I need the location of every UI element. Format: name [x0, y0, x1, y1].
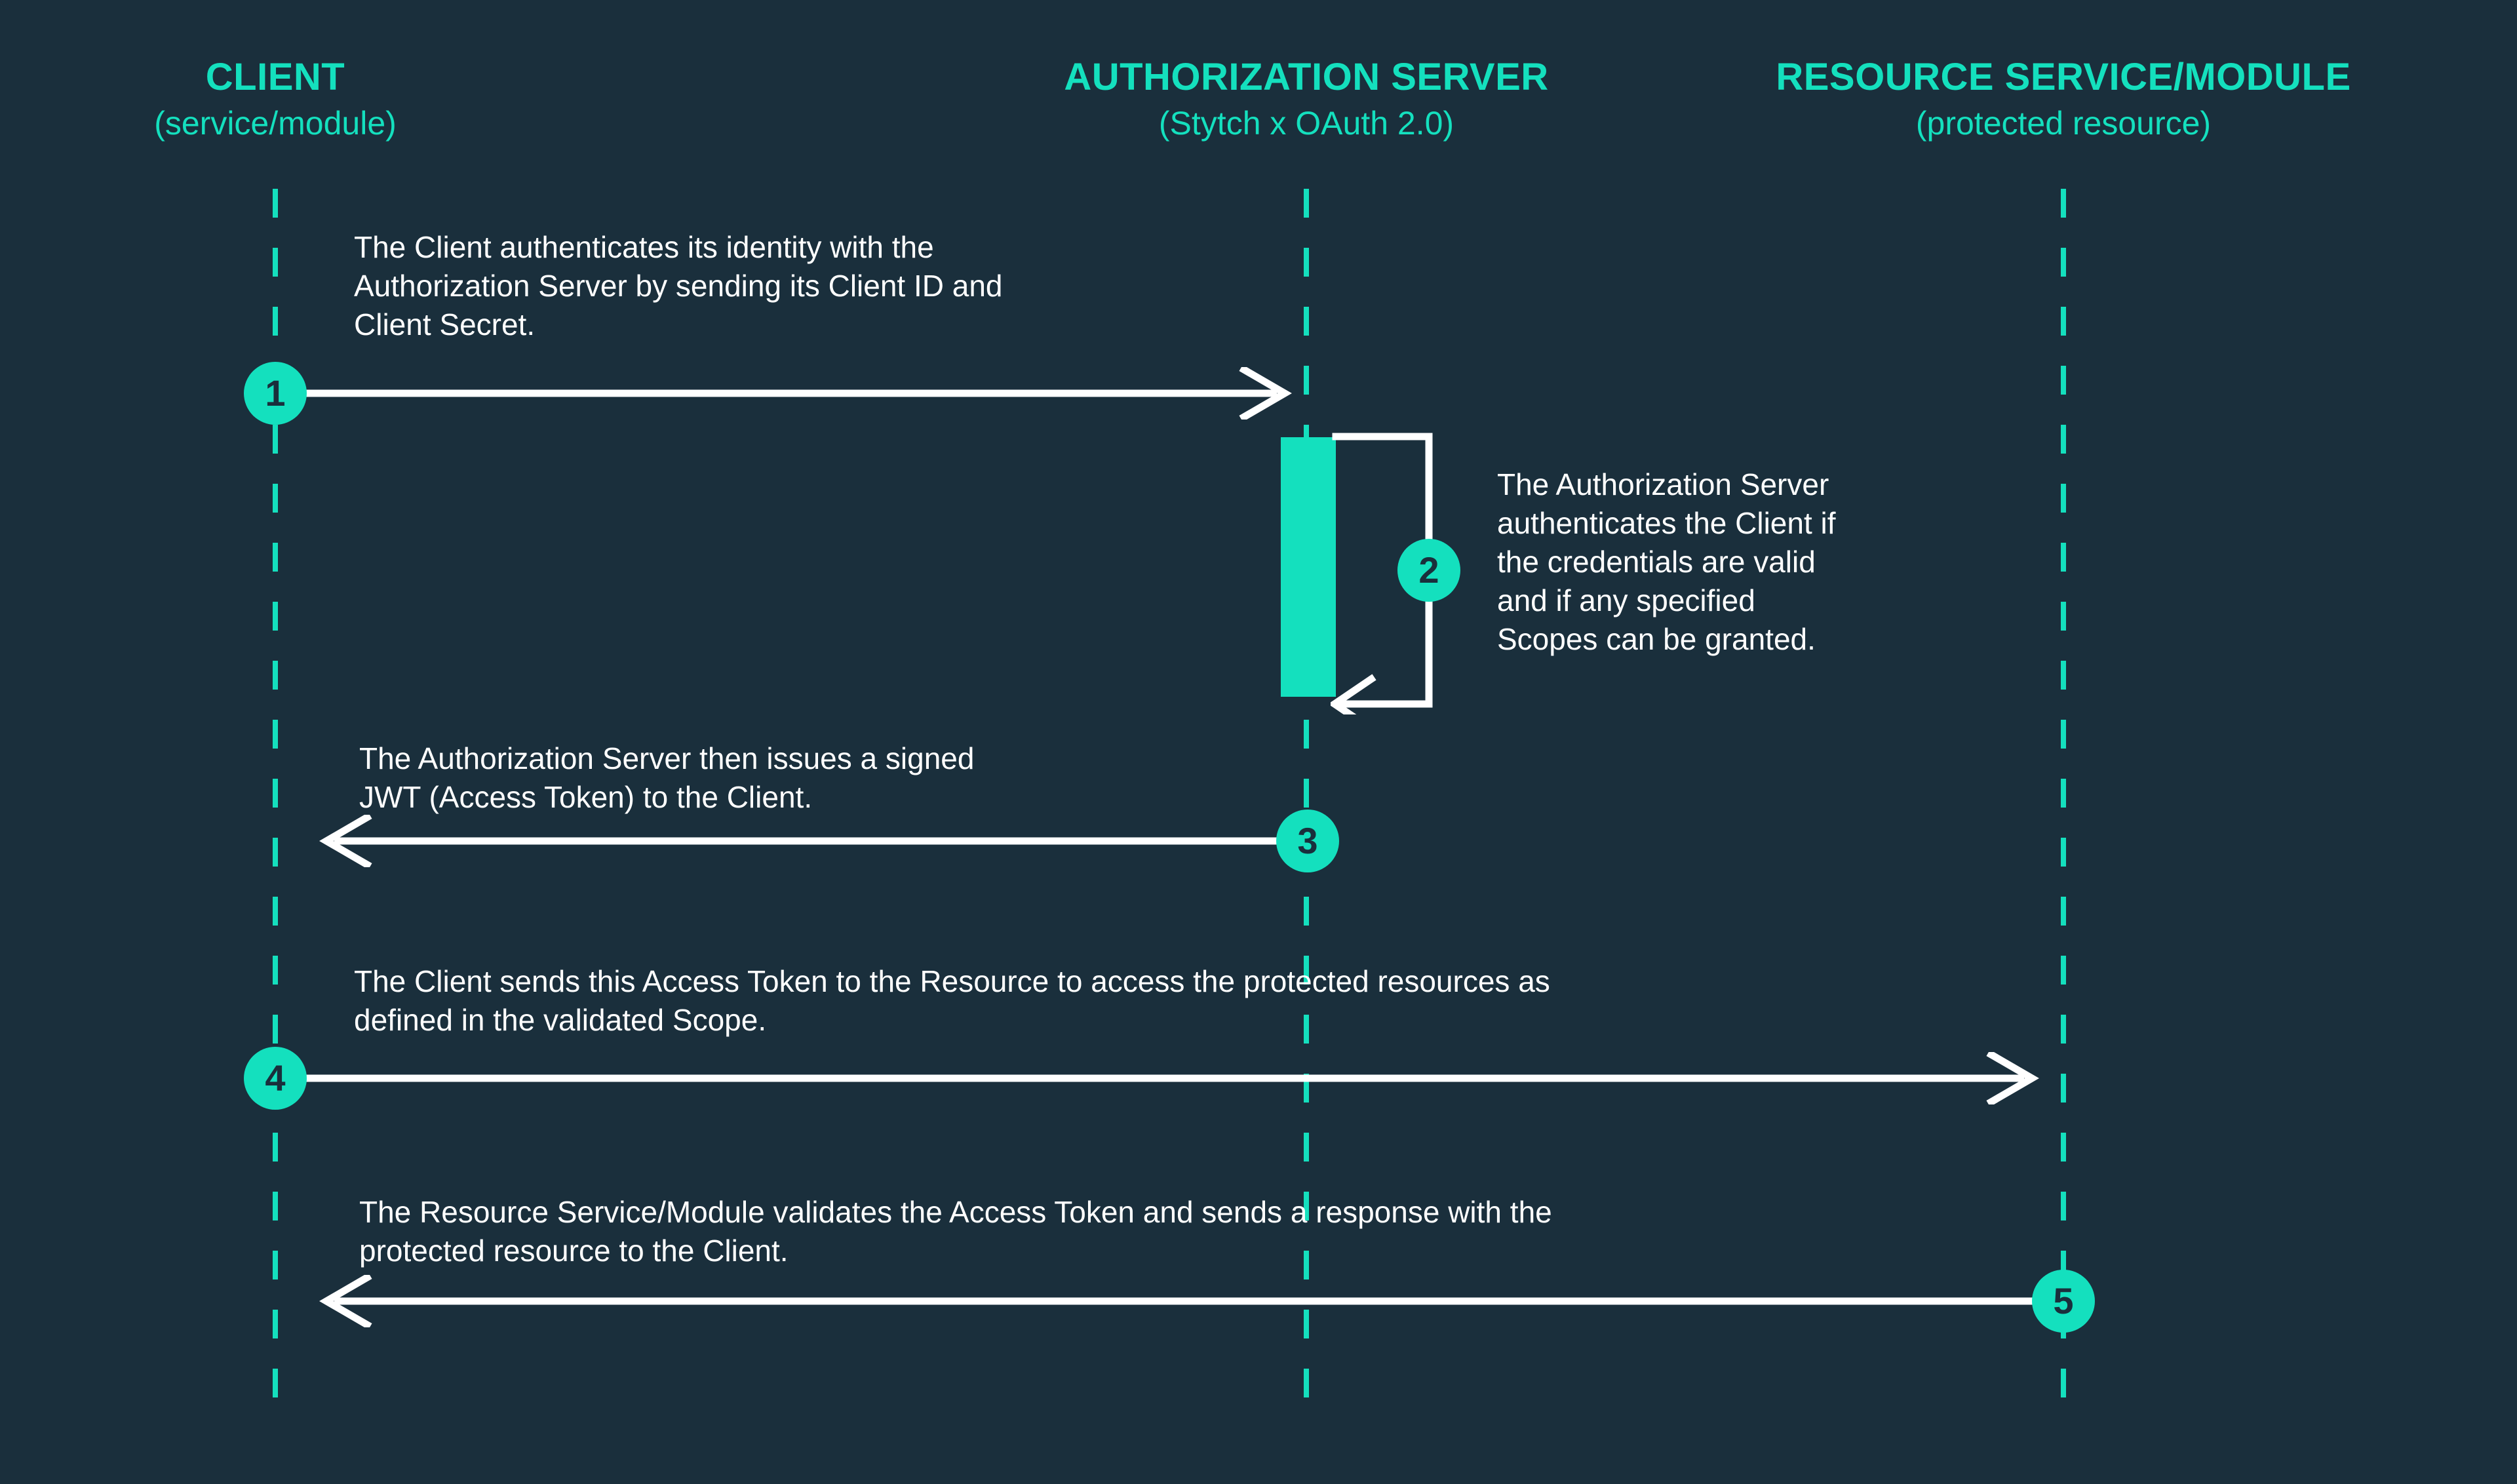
actor-header-client: CLIENT (service/module)	[154, 56, 397, 144]
step-5-description: The Resource Service/Module validates th…	[359, 1195, 1552, 1268]
step-badge-4: 4	[244, 1047, 307, 1110]
actor-title-authorization-server: AUTHORIZATION SERVER	[1064, 56, 1549, 98]
actor-subtitle-authorization-server: (Stytch x OAuth 2.0)	[1158, 104, 1454, 142]
lifeline-client	[273, 189, 278, 1415]
step-4-description: The Client sends this Access Token to th…	[354, 964, 1550, 1037]
lifeline-authorization-server	[1304, 189, 1309, 1415]
actor-subtitle-client: (service/module)	[154, 104, 397, 142]
step-1-arrow	[275, 367, 1292, 420]
step-5-arrow	[319, 1275, 2065, 1327]
step-4-arrow	[275, 1052, 2039, 1104]
activation-bar-authorization-server	[1281, 437, 1336, 697]
actor-subtitle-resource-service: (protected resource)	[1915, 104, 2212, 142]
step-badge-3: 3	[1276, 810, 1339, 872]
step-2-self-loop-arrow	[1331, 433, 1433, 714]
step-3-description: The Authorization Server then issues a s…	[359, 741, 975, 814]
step-badge-1: 1	[244, 362, 307, 425]
actor-title-client: CLIENT	[205, 56, 345, 98]
step-badge-2: 2	[1397, 539, 1460, 602]
step-2-description: The Authorization Server authenticates t…	[1497, 467, 1836, 656]
step-badge-5: 5	[2032, 1270, 2095, 1333]
actor-title-resource-service: RESOURCE SERVICE/MODULE	[1776, 56, 2351, 98]
step-1-description: The Client authenticates its identity wi…	[354, 230, 1003, 342]
actor-header-resource-service: RESOURCE SERVICE/MODULE (protected resou…	[1776, 56, 2351, 144]
actor-header-authorization-server: AUTHORIZATION SERVER (Stytch x OAuth 2.0…	[1064, 56, 1549, 144]
lifeline-resource-service	[2061, 189, 2066, 1415]
step-3-arrow	[319, 815, 1308, 867]
